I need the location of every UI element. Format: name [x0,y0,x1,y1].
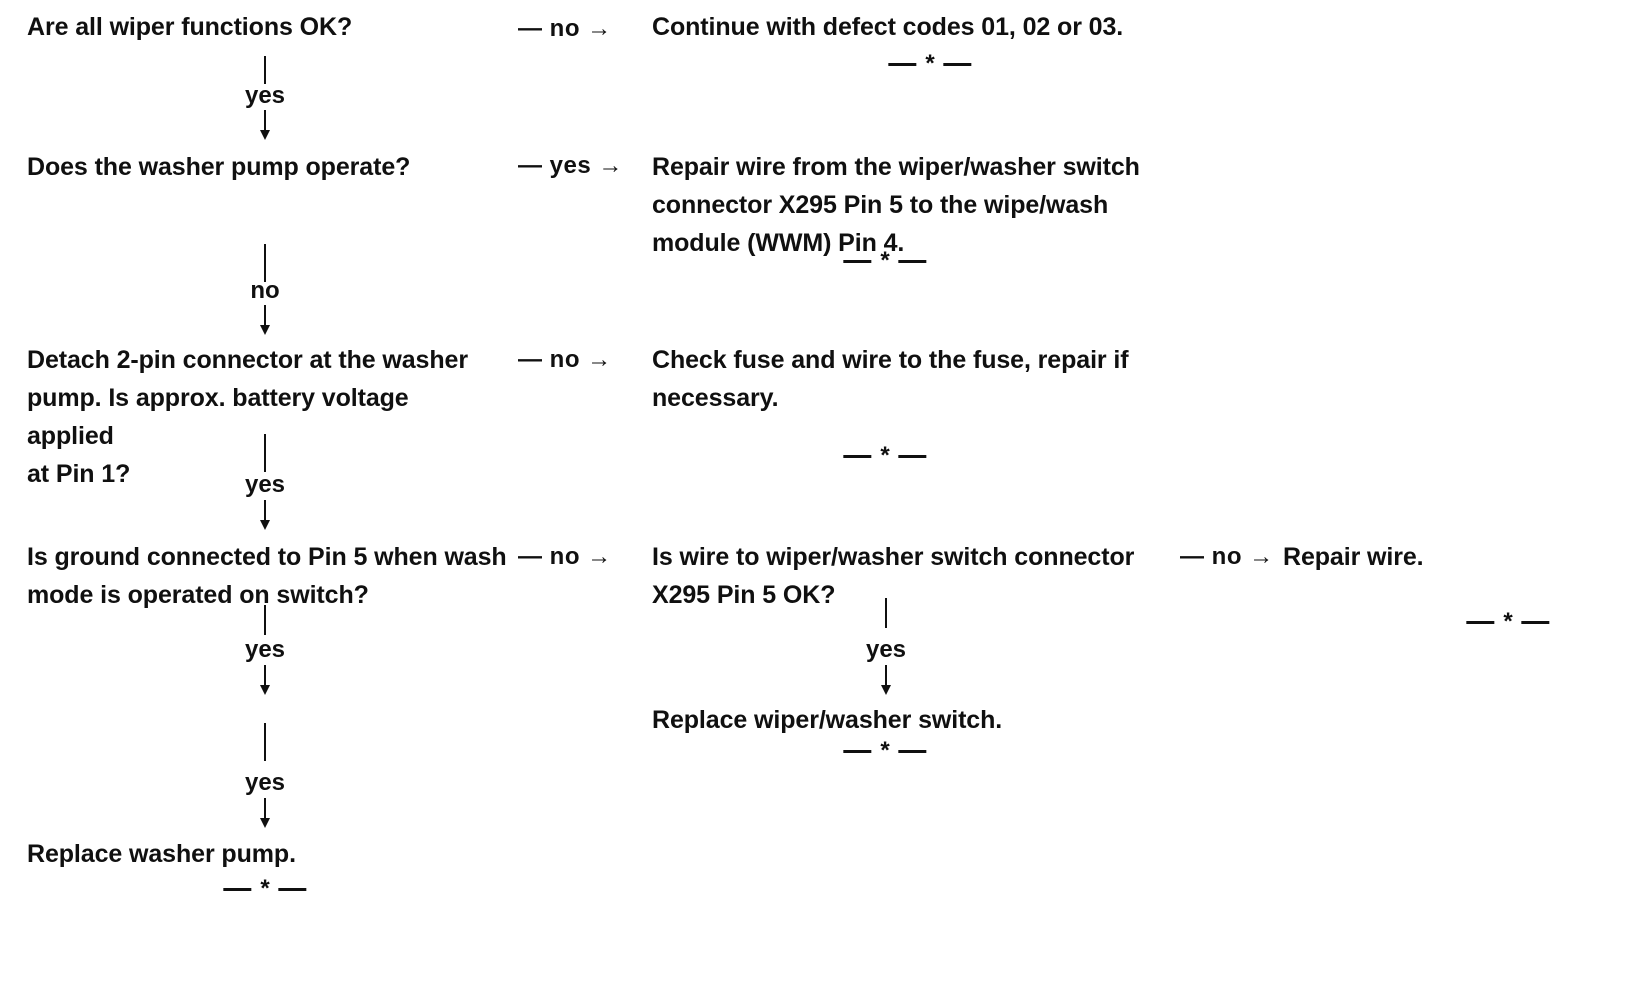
branch-label-no-q3: — no → [518,346,612,373]
connector-stem-q3 [264,434,266,472]
node-action-repair-wire: Repair wire. [1283,543,1424,571]
branch-label-no-q5: — no → [1180,543,1274,570]
arrow-down-q5 [879,665,893,695]
separator-star: * [880,442,890,469]
connector-stem-q4b [264,723,266,761]
edge-label-yes-q4b: yes [244,769,286,796]
separator-dash-left [843,259,872,263]
connector-stem-q4a [264,605,266,635]
node-action-check-fuse: Check fuse and wire to the fuse, repair … [652,346,1129,412]
edge-label-no-q2: no [250,277,280,304]
node-action-replace-wiper-washer-switch: Replace wiper/washer switch. [652,706,1003,734]
node-question-wiper-functions: Are all wiper functions OK? [27,13,353,41]
separator-dash-right [943,62,972,66]
node-question-washer-pump-operate: Does the washer pump operate? [27,153,411,181]
section-separator-replace-switch: * [843,737,927,764]
separator-star: * [880,247,890,274]
node-question-wire-x295-ok: Is wire to wiper/washer switch connector… [652,543,1135,609]
section-separator-replace-washer-pump: * [223,875,307,902]
node-action-continue-defect-codes: Continue with defect codes 01, 02 or 03. [652,13,1124,41]
arrow-down-q3 [258,500,272,530]
separator-star: * [260,875,270,902]
separator-dash-right [278,887,307,891]
separator-dash-right [898,259,927,263]
edge-label-yes-q4a: yes [244,636,286,663]
separator-dash-left [223,887,252,891]
separator-dash-right [898,454,927,458]
arrow-down-q4a [258,665,272,695]
arrow-down-q2 [258,305,272,335]
connector-stem-q5 [885,598,887,628]
node-question-detach-2pin-connector: Detach 2-pin connector at the washer pum… [27,346,468,488]
arrow-down-q4b [258,798,272,828]
edge-label-yes-q5: yes [865,636,907,663]
separator-dash-right [898,749,927,753]
node-action-replace-washer-pump: Replace washer pump. [27,840,296,868]
separator-star: * [880,737,890,764]
section-separator-check-fuse: * [843,442,927,469]
edge-label-yes-q3: yes [244,471,286,498]
branch-label-no-q1: — no → [518,15,612,42]
separator-dash-left [843,454,872,458]
section-separator-defect-codes: * [888,50,972,77]
connector-stem-q2 [264,244,266,282]
branch-label-yes-q2: — yes → [518,152,623,179]
separator-dash-left [888,62,917,66]
separator-dash-right [1521,620,1550,624]
separator-star: * [1503,608,1513,635]
edge-label-yes-q1: yes [244,82,286,109]
branch-label-no-q4: — no → [518,543,612,570]
section-separator-repair-wire: * [1466,608,1550,635]
section-separator-repair-wire-wwm: * [843,247,927,274]
separator-star: * [925,50,935,77]
connector-stem-q1 [264,56,266,84]
separator-dash-left [1466,620,1495,624]
arrow-down-q1 [258,110,272,140]
node-question-ground-pin5: Is ground connected to Pin 5 when wash m… [27,543,507,609]
node-action-repair-wire-wwm: Repair wire from the wiper/washer switch… [652,153,1140,257]
separator-dash-left [843,749,872,753]
